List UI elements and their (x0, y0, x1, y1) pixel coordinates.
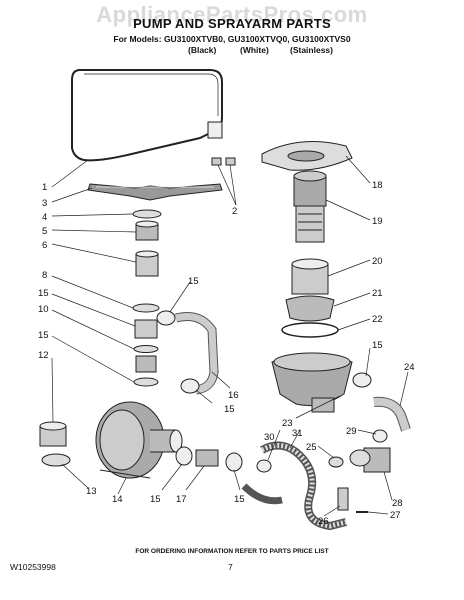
page-number: 7 (228, 562, 233, 572)
callout-14: 14 (112, 494, 123, 505)
callout-1: 1 (42, 182, 47, 193)
ring-8 (132, 303, 160, 313)
grommet-25 (328, 456, 344, 468)
lower-sprayarm (87, 183, 223, 201)
callout-2: 2 (232, 206, 237, 217)
callout-5: 5 (42, 226, 47, 237)
hub-ring (132, 209, 162, 219)
clamp-15a (156, 310, 176, 326)
callout-29: 29 (346, 426, 357, 437)
coupler-17 (195, 449, 219, 467)
callout-15c: 15 (188, 276, 199, 287)
callout-21: 21 (372, 288, 383, 299)
watermark: AppliancePartsPros.com (96, 2, 368, 27)
callout-labels: 1 2 3 4 5 6 8 15 10 15 12 13 14 15 16 15… (38, 180, 415, 527)
callout-23: 23 (282, 418, 293, 429)
tub-gasket (71, 69, 223, 162)
callout-3: 3 (42, 198, 47, 209)
callout-13: 13 (86, 486, 97, 497)
callout-27: 27 (390, 510, 401, 521)
callout-10: 10 (38, 304, 49, 315)
callout-20: 20 (372, 256, 383, 267)
leader-lines (51, 155, 409, 517)
callout-15a: 15 (38, 288, 49, 299)
callout-15e: 15 (150, 494, 161, 505)
callout-26: 26 (318, 516, 329, 527)
callout-25: 25 (306, 442, 317, 453)
page-title: PUMP AND SPRAYARM PARTS (133, 16, 331, 31)
clamp-15b (180, 378, 200, 394)
callout-6: 6 (42, 240, 47, 251)
clamp-15e (352, 372, 372, 388)
bracket-26 (337, 487, 349, 511)
gasket-clip (207, 121, 223, 139)
variant-black: (Black) (188, 45, 217, 55)
ordering-footer: FOR ORDERING INFORMATION REFER TO PARTS … (135, 548, 329, 555)
callout-31: 31 (292, 428, 303, 439)
clip-b (225, 157, 236, 166)
callout-18: 18 (372, 180, 383, 191)
variant-white: (White) (240, 45, 269, 55)
callout-30: 30 (264, 432, 275, 443)
callout-15f: 15 (234, 494, 245, 505)
callout-19: 19 (372, 216, 383, 227)
models-line: For Models: GU3100XTVB0, GU3100XTVQ0, GU… (113, 34, 351, 44)
clamp-15c (175, 446, 193, 466)
callout-17: 17 (176, 494, 187, 505)
clamp-30 (256, 459, 272, 473)
callout-16: 16 (228, 390, 239, 401)
callout-24: 24 (404, 362, 415, 373)
screen-13 (41, 453, 71, 467)
callout-12: 12 (38, 350, 49, 361)
clip-a (211, 157, 222, 166)
callout-4: 4 (42, 212, 47, 223)
callout-22: 22 (372, 314, 383, 325)
clamp-29 (372, 429, 388, 443)
callout-28: 28 (392, 498, 403, 509)
callout-15b: 15 (38, 330, 49, 341)
clamp-15d (225, 452, 243, 472)
housing-21 (285, 295, 335, 322)
callout-15d: 15 (224, 404, 235, 415)
callout-8: 8 (42, 270, 47, 281)
variant-stainless: (Stainless) (290, 45, 333, 55)
sleeve-10 (134, 319, 158, 339)
callout-15g: 15 (372, 340, 383, 351)
oring-22 (281, 322, 339, 338)
document-part-number: W10253998 (10, 562, 56, 572)
